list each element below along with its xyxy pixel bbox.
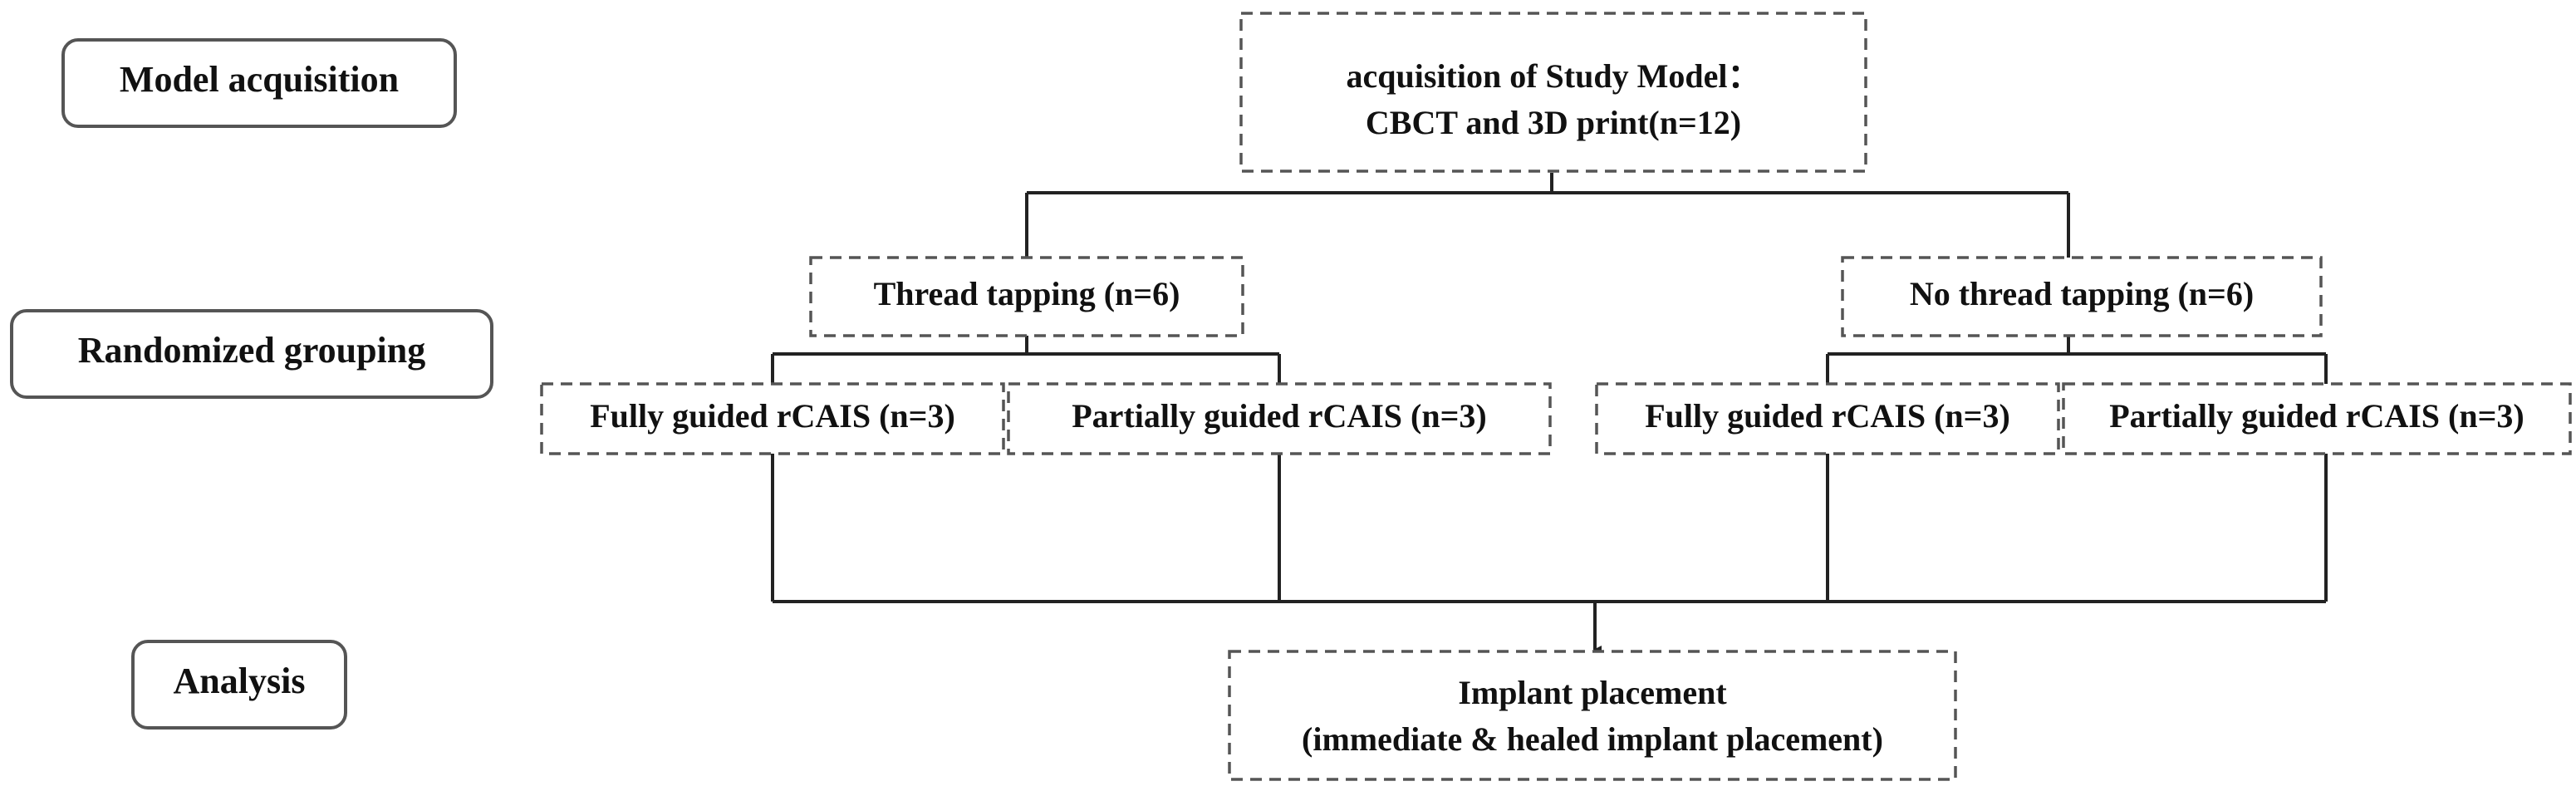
study-model-line2: CBCT and 3D print(n=12) [1366, 104, 1741, 141]
subgroup-tt-partially-label: Partially guided rCAIS (n=3) [1072, 397, 1486, 435]
outcome-line2: (immediate & healed implant placement) [1302, 720, 1883, 758]
subgroup-ntt-fully-box: Fully guided rCAIS (n=3) [1595, 382, 2060, 455]
group-thread-tapping-box: Thread tapping (n=6) [809, 256, 1244, 337]
outcome-box: Implant placement (immediate & healed im… [1228, 650, 1957, 781]
subgroup-ntt-partially-box: Partially guided rCAIS (n=3) [2062, 382, 2572, 455]
group-no-thread-tapping-label: No thread tapping (n=6) [1910, 275, 2254, 312]
outcome-line1: Implant placement [1458, 674, 1727, 711]
stage-randomized-grouping: Randomized grouping [10, 309, 493, 399]
subgroup-tt-partially-box: Partially guided rCAIS (n=3) [1007, 382, 1552, 455]
study-model-line1: acquisition of Study Model： [1347, 57, 1761, 95]
subgroup-tt-fully-label: Fully guided rCAIS (n=3) [590, 397, 955, 435]
group-no-thread-tapping-box: No thread tapping (n=6) [1841, 256, 2323, 337]
group-thread-tapping-label: Thread tapping (n=6) [874, 275, 1180, 312]
subgroup-ntt-partially-label: Partially guided rCAIS (n=3) [2109, 397, 2524, 435]
stage-analysis-label: Analysis [174, 661, 306, 701]
study-model-box: acquisition of Study Model： CBCT and 3D … [1239, 12, 1867, 173]
subgroup-ntt-fully-label: Fully guided rCAIS (n=3) [1645, 397, 2010, 435]
stage-model-acquisition: Model acquisition [61, 38, 457, 128]
stage-randomized-grouping-label: Randomized grouping [78, 330, 426, 371]
connector-lines [771, 173, 2328, 654]
stage-analysis: Analysis [131, 640, 347, 730]
stage-model-acquisition-label: Model acquisition [120, 59, 399, 100]
subgroup-tt-fully-box: Fully guided rCAIS (n=3) [540, 382, 1005, 455]
